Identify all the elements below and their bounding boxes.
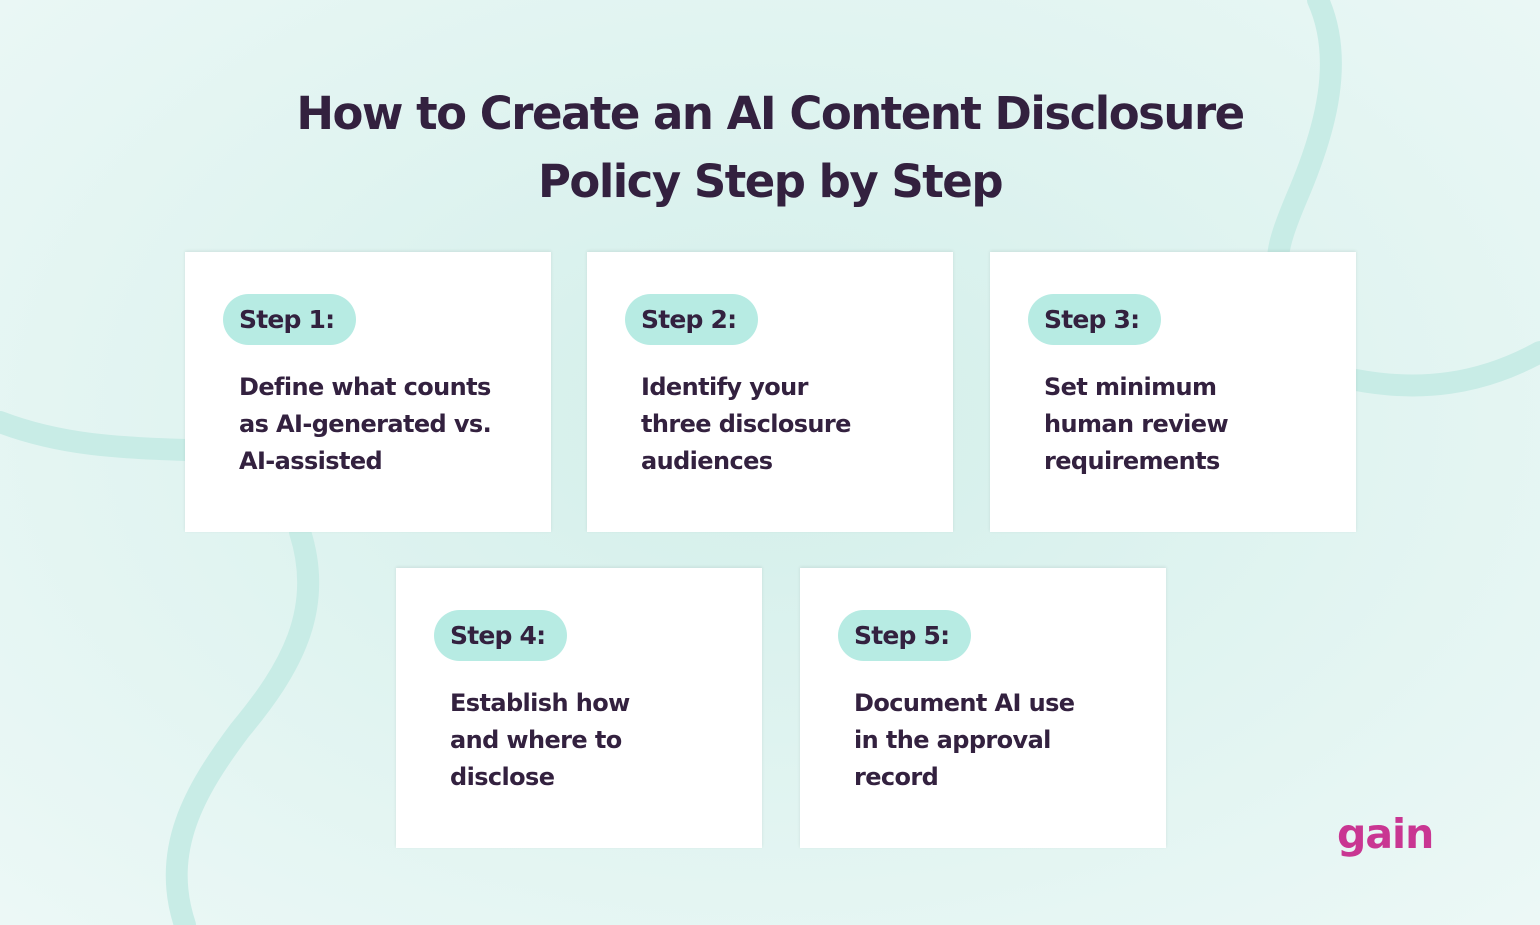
step-description-line: Establish how	[450, 689, 630, 717]
step-label: Step 5:	[854, 621, 950, 650]
step-description-line: Identify your	[641, 373, 808, 401]
page-title: How to Create an AI Content Disclosure P…	[270, 80, 1270, 216]
title-line-1: How to Create an AI Content Disclosure	[296, 87, 1245, 140]
step-description-line: AI-assisted	[239, 447, 383, 475]
step-description-line: record	[854, 763, 939, 791]
step-description-line: as AI-generated vs.	[239, 410, 492, 438]
step-description-line: in the approval	[854, 726, 1051, 754]
step-card-5: Step 5: Document AI use in the approval …	[800, 568, 1166, 848]
step-card-4: Step 4: Establish how and where to discl…	[396, 568, 762, 848]
title-line-2: Policy Step by Step	[537, 155, 1004, 208]
step-description-line: Set minimum	[1044, 373, 1217, 401]
step-badge: Step 5:	[838, 610, 972, 661]
step-description-line: three disclosure	[641, 410, 851, 438]
step-label: Step 4:	[450, 621, 546, 650]
step-description-line: and where to	[450, 726, 622, 754]
step-description-line: Document AI use	[854, 689, 1075, 717]
step-badge: Step 4:	[434, 610, 568, 661]
step-description: Set minimum human review requirements	[1044, 369, 1314, 480]
step-badge: Step 2:	[625, 294, 759, 345]
step-label: Step 2:	[641, 305, 737, 334]
gain-logo: gain	[1337, 810, 1434, 858]
step-description: Identify your three disclosure audiences	[641, 369, 911, 480]
step-description-line: Define what counts	[239, 373, 491, 401]
step-description: Establish how and where to disclose	[450, 685, 720, 796]
step-badge: Step 3:	[1028, 294, 1162, 345]
decor-curve-bottom-left	[165, 521, 320, 925]
step-card-2: Step 2: Identify your three disclosure a…	[587, 252, 953, 532]
decor-curve-top-right	[1267, 0, 1342, 271]
step-label: Step 3:	[1044, 305, 1140, 334]
step-description-line: human review	[1044, 410, 1229, 438]
decor-curve-right	[1345, 341, 1540, 397]
step-card-3: Step 3: Set minimum human review require…	[990, 252, 1356, 532]
step-description-line: requirements	[1044, 447, 1220, 475]
step-label: Step 1:	[239, 305, 335, 334]
decor-curve-left	[0, 411, 197, 461]
step-badge: Step 1:	[223, 294, 357, 345]
step-description: Define what counts as AI-generated vs. A…	[239, 369, 509, 480]
step-description-line: disclose	[450, 763, 555, 791]
step-description: Document AI use in the approval record	[854, 685, 1124, 796]
step-card-1: Step 1: Define what counts as AI-generat…	[185, 252, 551, 532]
step-description-line: audiences	[641, 447, 773, 475]
